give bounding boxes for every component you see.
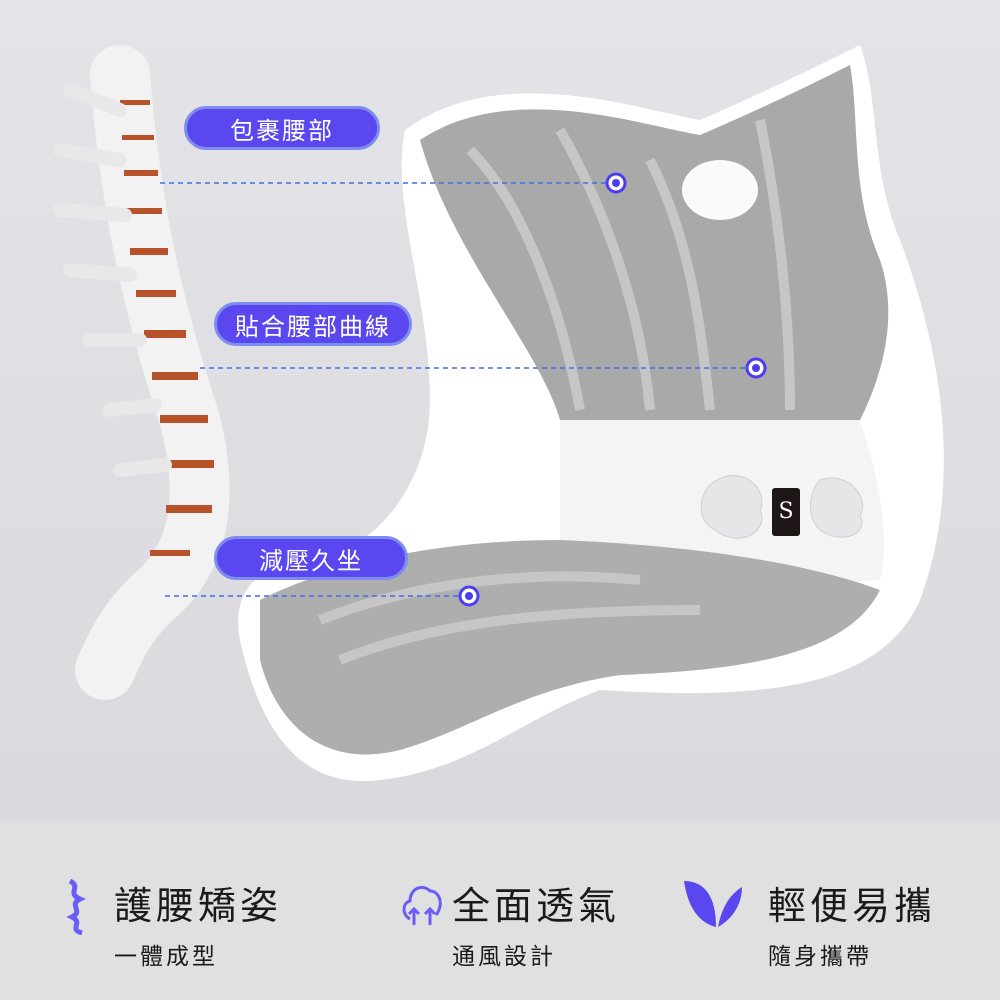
leaf-icon: [684, 881, 742, 927]
feature-subtitle: 一體成型: [114, 944, 218, 970]
callout-dots: [458, 172, 767, 607]
feature-title: 護腰矯姿: [114, 884, 283, 928]
features-bar: [0, 822, 1000, 1000]
svg-text:S: S: [778, 499, 793, 524]
callout-pressure-relief: 減壓久坐: [214, 536, 408, 580]
seat-cushion: S: [238, 45, 944, 782]
spine-icon: [66, 879, 86, 935]
feature-subtitle: 通風設計: [452, 944, 556, 970]
product-illustration: S: [53, 45, 944, 782]
feature-title: 全面透氣: [452, 884, 621, 928]
callout-fit-curve: 貼合腰部曲線: [214, 302, 412, 346]
feature-subtitle: 隨身攜帶: [768, 944, 872, 970]
callout-lines: [160, 182, 748, 597]
callout-wrap-waist: 包裹腰部: [184, 106, 380, 150]
breathable-icon: [402, 885, 442, 925]
feature-title: 輕便易攜: [768, 884, 937, 928]
brand-logo: [772, 488, 800, 536]
spine-illustration: [53, 45, 230, 700]
